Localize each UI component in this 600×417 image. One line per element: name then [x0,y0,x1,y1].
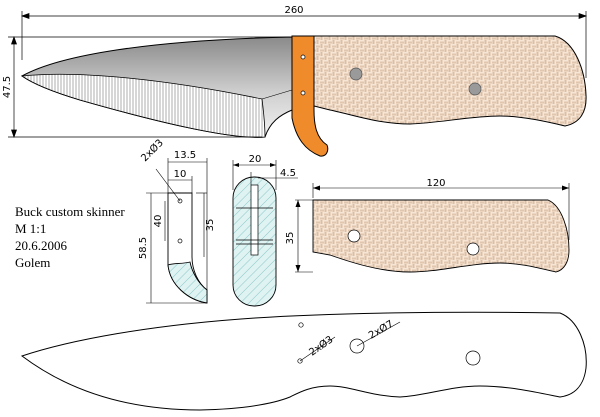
end-offset-label: 4.5 [280,168,296,179]
scale-hole-1 [347,229,361,243]
blank-large-hole-2 [465,350,481,366]
guard-height-total-label: 58.5 [138,237,149,259]
drawing-scale: M 1:1 [15,221,47,236]
guard-width-1-label: 13.5 [174,150,196,161]
guard-pin-top [300,54,306,60]
blank-small-hole-1 [298,322,304,328]
overall-length-label: 260 [284,5,303,16]
guard-pin-bottom [300,90,306,96]
blade-bevel [20,73,266,138]
overall-length-dimension [20,11,588,78]
title-block: Buck custom skinner M 1:1 20.6.2006 Gole… [15,203,125,271]
guard-height-2-label: 35 [205,219,216,232]
guard-holes-label: 2xØ3 [139,137,166,164]
handle-scale-detail: 120 35 [285,178,570,273]
drawing-date: 20.6.2006 [15,238,67,253]
guard-hole-bottom [177,238,183,244]
guard [291,35,329,157]
guard-detail: 2xØ3 13.5 10 58.5 40 35 [138,137,216,304]
scale-hole-2 [466,242,480,256]
drawing-author: Golem [15,255,51,270]
handle [313,35,587,127]
handle-pin-1 [349,67,363,81]
handle-height-label: 35 [285,232,296,245]
handle-length-label: 120 [426,178,445,189]
handle-end-detail: 20 4.5 [232,154,298,307]
handle-pin-2 [468,82,482,96]
blank-outline [20,311,587,411]
end-width-label: 20 [249,154,262,165]
blade-height-dimension [8,35,290,139]
guard-width-2-label: 10 [174,169,187,180]
blade-height-label: 47.5 [2,76,13,98]
handle-end-slot [250,184,259,256]
guard-height-inner-label: 40 [153,215,164,228]
handle-scale [312,199,570,273]
blade-blank: 2xØ3 2xØ7 [20,311,587,411]
assembled-knife: 260 47.5 [2,5,588,157]
guard-hatched-tip [167,261,208,304]
drawing-title: Buck custom skinner [15,204,125,219]
